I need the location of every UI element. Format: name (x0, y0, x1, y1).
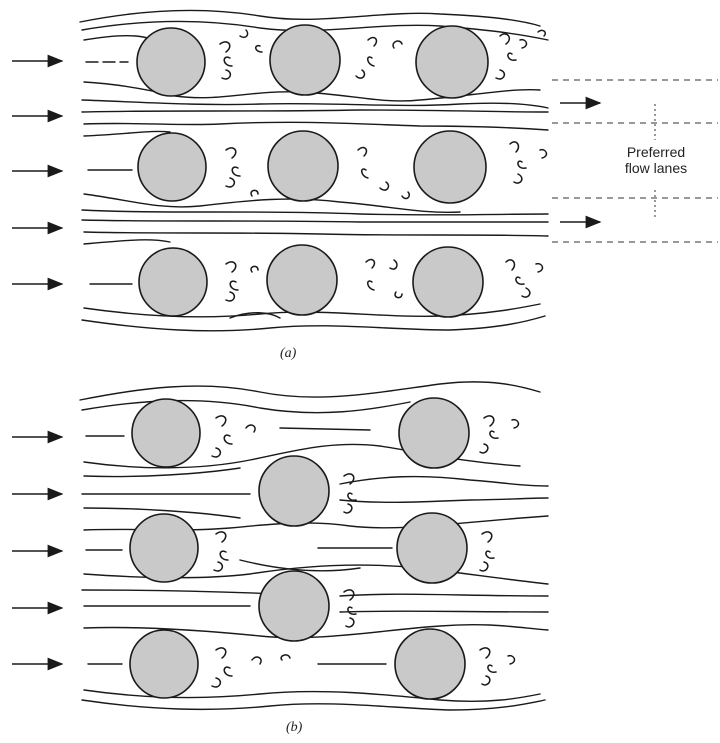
inlet-arrows-a (12, 61, 62, 284)
tube (132, 399, 200, 467)
tube (259, 456, 329, 526)
annotation-line-2: flow lanes (608, 160, 704, 176)
tube (395, 629, 465, 699)
tube (270, 25, 340, 95)
tube (397, 513, 467, 583)
tube (139, 248, 207, 316)
tube (259, 571, 329, 641)
tube (138, 133, 206, 201)
inlet-arrows-b (12, 437, 62, 664)
tube (267, 245, 337, 315)
tube (130, 514, 198, 582)
tube-array-a (137, 25, 488, 317)
tube (414, 131, 486, 203)
annotation-line-1: Preferred (608, 144, 704, 160)
tube (268, 131, 338, 201)
tube (130, 630, 198, 698)
tube-array-b (130, 398, 469, 699)
wake-eddies-b (212, 416, 518, 687)
caption-a: (a) (280, 346, 296, 362)
caption-b: (b) (286, 720, 302, 736)
panel-b (12, 382, 548, 710)
tube (137, 28, 205, 96)
tube (416, 26, 488, 98)
tube (413, 247, 483, 317)
tube (399, 398, 469, 468)
preferred-flow-lanes-label: Preferred flow lanes (608, 144, 704, 176)
